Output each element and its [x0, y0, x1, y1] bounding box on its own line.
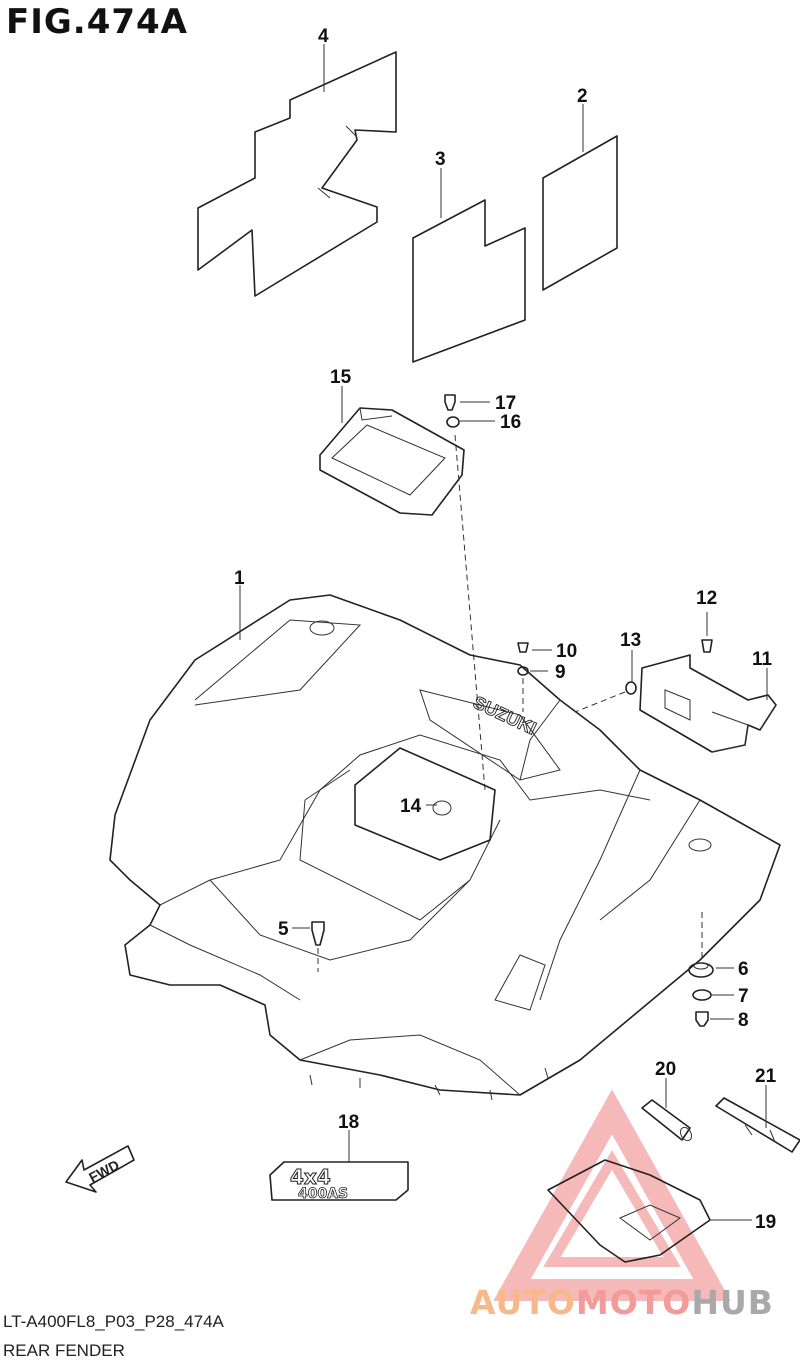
callout-9: 9	[555, 662, 566, 683]
part-17-screw	[444, 394, 456, 411]
callout-14: 14	[400, 796, 422, 817]
part-1-rear-fender	[109, 594, 781, 1101]
part-5-screw	[311, 921, 325, 946]
watermark-moto: MOTO	[575, 1283, 692, 1322]
callout-6: 6	[738, 959, 749, 980]
fwd-label: FWD	[86, 1156, 122, 1185]
part-13-washer	[625, 681, 637, 695]
part-3-decal	[412, 199, 526, 363]
part-18-emblem: 4x4 400AS	[269, 1161, 409, 1202]
part-20-pin	[641, 1099, 693, 1142]
fender-brand-lettering: SUZUKI	[470, 692, 539, 738]
part-6-grommet	[688, 962, 714, 978]
part-4-decal-large	[197, 51, 397, 297]
part-11-bracket	[639, 654, 777, 753]
figure-name: REAR FENDER	[3, 1341, 125, 1360]
callout-17: 17	[495, 393, 516, 414]
callout-19: 19	[755, 1212, 776, 1233]
callout-10: 10	[556, 641, 577, 662]
callout-numbers: 1 2 3 4 5 6 7 8 9 10 11 12 13 14 15 16 1…	[234, 26, 777, 1233]
callout-16: 16	[500, 412, 521, 433]
part-21-tool	[715, 1097, 800, 1153]
part-7-collar	[692, 989, 712, 1001]
callout-2: 2	[577, 86, 588, 107]
part-16-nut	[446, 416, 460, 428]
callout-20: 20	[655, 1059, 676, 1080]
emblem-bottom-text: 400AS	[298, 1186, 348, 1202]
callout-3: 3	[435, 149, 446, 170]
part-12-screw	[701, 612, 713, 653]
figure-code: LT-A400FL8_P03_P28_474A	[3, 1312, 224, 1331]
callout-13: 13	[620, 630, 641, 651]
watermark-triangle-icon	[493, 1089, 731, 1301]
emblem-top-text: 4x4	[290, 1165, 331, 1189]
callout-7: 7	[738, 986, 749, 1007]
callout-4: 4	[318, 26, 329, 47]
part-10-screw	[517, 642, 529, 653]
fwd-arrow-icon: FWD	[65, 1145, 135, 1193]
part-8-bolt	[695, 1011, 709, 1027]
part-2-decal	[542, 135, 618, 291]
callout-15: 15	[330, 367, 352, 388]
callout-18: 18	[338, 1112, 359, 1133]
callout-12: 12	[696, 588, 717, 609]
watermark-auto: AUTO	[470, 1283, 576, 1322]
part-15-storage-lid	[319, 407, 465, 516]
watermark-text: AUTOMOTOHUB	[470, 1283, 774, 1322]
callout-21: 21	[755, 1066, 777, 1087]
callout-11: 11	[752, 649, 773, 670]
callout-8: 8	[738, 1010, 749, 1031]
leader-lines	[239, 44, 768, 1162]
part-9-nut	[517, 666, 529, 676]
watermark-hub: HUB	[691, 1283, 774, 1322]
figure-title: FIG.474A	[6, 2, 188, 42]
callout-5: 5	[278, 919, 289, 940]
callout-1: 1	[234, 568, 245, 589]
